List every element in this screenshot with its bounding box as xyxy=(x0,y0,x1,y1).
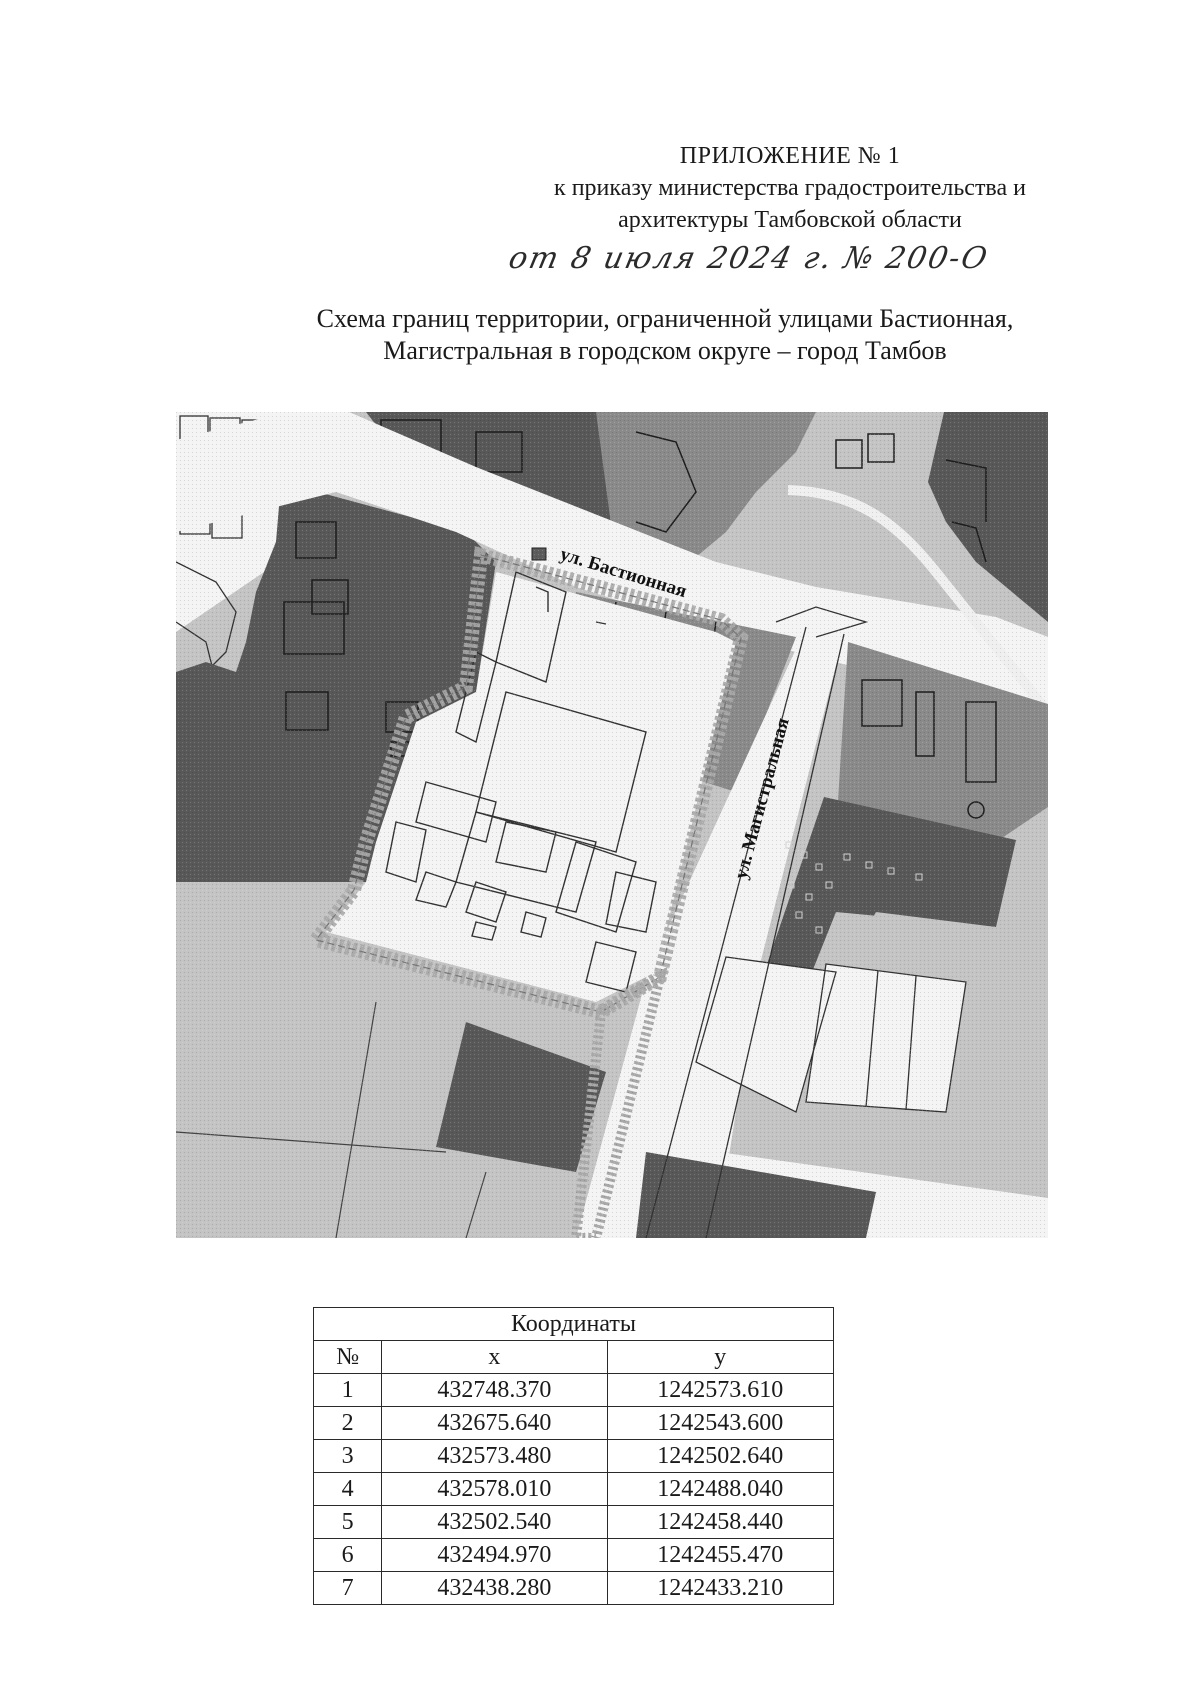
cell-number: 6 xyxy=(312,1538,383,1572)
scheme-title-line-1: Схема границ территории, ограниченной ул… xyxy=(316,304,1014,333)
table-row: 6 432494.970 1242455.470 xyxy=(312,1538,835,1572)
coordinates-caption: Координаты xyxy=(313,1307,834,1341)
handwritten-order-date: от 8 июля 2024 г. № 200-О xyxy=(506,241,992,276)
map-canvas: ул. Бастионная ул. Магистральная xyxy=(176,412,1048,1238)
appendix-title: ПРИЛОЖЕНИЕ № 1 xyxy=(679,143,901,169)
cell-number: 5 xyxy=(312,1505,383,1539)
header-number: № xyxy=(312,1340,383,1374)
table-row: 2 432675.640 1242543.600 xyxy=(312,1406,835,1440)
table-row: 5 432502.540 1242458.440 xyxy=(312,1505,835,1539)
scheme-title: Схема границ территории, ограниченной ул… xyxy=(270,303,1060,367)
cell-number: 4 xyxy=(312,1472,383,1506)
table-row: 3 432573.480 1242502.640 xyxy=(312,1439,835,1473)
cell-x: 432502.540 xyxy=(381,1505,608,1539)
map-texture xyxy=(176,412,1048,1238)
cell-y: 1242488.040 xyxy=(606,1472,835,1506)
scheme-title-line-2: Магистральная в городском округе – город… xyxy=(383,336,947,365)
coordinates-table: Координаты № x y 1 432748.370 1242573.61… xyxy=(312,1307,835,1605)
cell-x: 432675.640 xyxy=(381,1406,608,1440)
cell-x: 432573.480 xyxy=(381,1439,608,1473)
appendix-header: ПРИЛОЖЕНИЕ № 1 к приказу министерства гр… xyxy=(480,140,1100,236)
cell-y: 1242573.610 xyxy=(606,1373,835,1407)
cell-number: 7 xyxy=(312,1571,383,1605)
handwritten-text: от 8 июля 2024 г. № 200-О xyxy=(506,241,992,276)
cell-number: 2 xyxy=(312,1406,383,1440)
cell-number: 1 xyxy=(312,1373,383,1407)
cell-y: 1242502.640 xyxy=(606,1439,835,1473)
table-row: 1 432748.370 1242573.610 xyxy=(312,1373,835,1407)
cell-x: 432494.970 xyxy=(381,1538,608,1572)
cell-y: 1242458.440 xyxy=(606,1505,835,1539)
coordinates-caption-row: Координаты xyxy=(313,1307,834,1341)
cell-y: 1242455.470 xyxy=(606,1538,835,1572)
table-row: 7 432438.280 1242433.210 xyxy=(312,1571,835,1605)
cell-x: 432438.280 xyxy=(381,1571,608,1605)
table-row: 4 432578.010 1242488.040 xyxy=(312,1472,835,1506)
cell-number: 3 xyxy=(312,1439,383,1473)
appendix-order-line: к приказу министерства градостроительств… xyxy=(554,175,1026,201)
appendix-ministry-line: архитектуры Тамбовской области xyxy=(618,207,962,233)
header-x: x xyxy=(381,1340,608,1374)
cell-x: 432748.370 xyxy=(381,1373,608,1407)
cell-x: 432578.010 xyxy=(381,1472,608,1506)
header-y: y xyxy=(606,1340,835,1374)
coordinates-header-row: № x y xyxy=(312,1340,835,1374)
cell-y: 1242543.600 xyxy=(606,1406,835,1440)
cell-y: 1242433.210 xyxy=(606,1571,835,1605)
territory-map: ул. Бастионная ул. Магистральная xyxy=(176,412,1048,1238)
